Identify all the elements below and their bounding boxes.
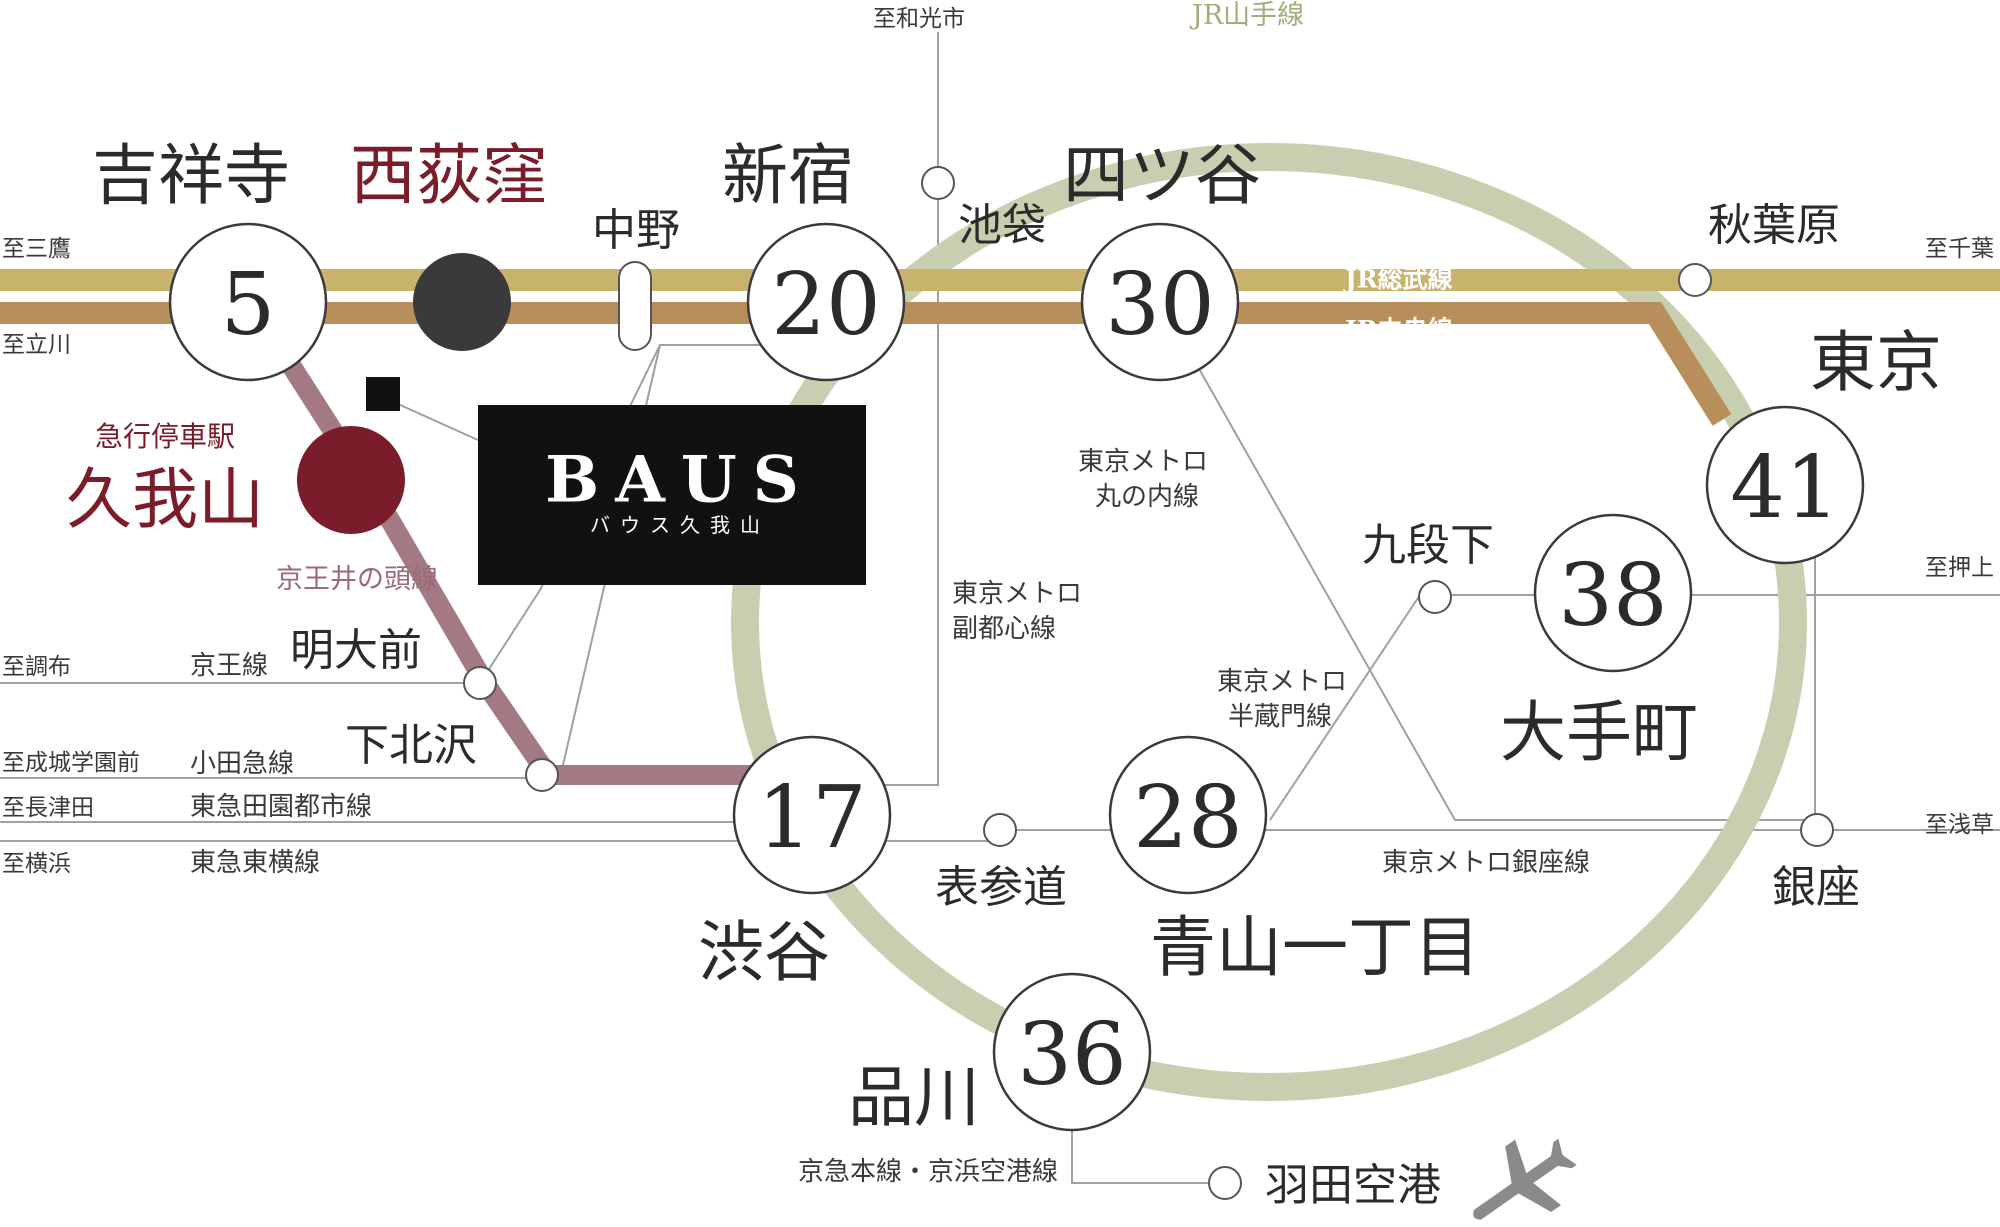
keio-label: 京王線 — [190, 651, 268, 681]
keio-line — [0, 344, 780, 684]
ginza-marker — [1800, 813, 1834, 847]
nishiogikubo-marker — [413, 253, 511, 351]
ikebukuro-marker — [921, 166, 955, 200]
omotesando-marker — [983, 813, 1017, 847]
haneda-marker — [1208, 1166, 1242, 1200]
otemachi-name: 大手町 — [1500, 694, 1698, 771]
kugayama-express-note: 急行停車駅 — [95, 420, 235, 453]
hanzomon-label-2: 半蔵門線 — [1228, 702, 1332, 732]
akihabara-marker — [1678, 263, 1712, 297]
yamanote-label: JR山手線 — [1189, 0, 1304, 31]
shinjuku-circle — [746, 222, 906, 382]
shibuya-name: 渋谷 — [698, 914, 830, 991]
kichijoji-circle — [168, 222, 328, 382]
chuo-label: JR中央線 — [1343, 316, 1453, 345]
yamanote-line — [731, 143, 1807, 1101]
dest-yokohama: 至横浜 — [2, 851, 71, 877]
dest-chofu: 至調布 — [2, 654, 71, 680]
omotesando-name: 表参道 — [935, 862, 1067, 913]
shimokitazawa-name: 下北沢 — [345, 720, 477, 771]
dest-tachikawa: 至立川 — [2, 332, 71, 358]
aoyama-circle — [1108, 735, 1268, 895]
tokyo-circle — [1705, 405, 1865, 565]
yotsuya-name: 四ツ谷 — [1063, 137, 1261, 214]
aoyama-name: 青山一丁目 — [1150, 909, 1480, 986]
dest-seijo: 至成城学園前 — [2, 750, 140, 776]
dest-asakusa: 至浅草 — [1925, 812, 1994, 838]
inokashira-label: 京王井の頭線 — [276, 564, 438, 595]
baus-callout: BAUS バウス久我山 — [478, 405, 866, 585]
kudanshita-name: 九段下 — [1362, 520, 1494, 571]
hanzomon-label-1: 東京メトロ — [1217, 667, 1347, 697]
marunouchi-label-2: 丸の内線 — [1095, 482, 1199, 512]
marunouchi-line — [1159, 299, 1816, 821]
akihabara-name: 秋葉原 — [1708, 200, 1840, 251]
nakano-name: 中野 — [592, 205, 680, 256]
baus-logo: BAUS — [545, 443, 815, 518]
fukutoshin-label-1: 東京メトロ — [952, 579, 1082, 609]
ginza-line-label: 東京メトロ銀座線 — [1382, 848, 1590, 878]
otemachi-circle — [1533, 513, 1693, 673]
aoyama-minutes: 28 — [1133, 768, 1242, 868]
shinjuku-name: 新宿 — [722, 137, 854, 214]
shibuya-circle — [732, 735, 892, 895]
toyoko-label: 東急東横線 — [190, 848, 320, 878]
otemachi-minutes: 38 — [1558, 546, 1667, 646]
yotsuya-minutes: 30 — [1105, 255, 1214, 355]
dest-oshiage: 至押上 — [1925, 555, 1994, 581]
marunouchi-label-1: 東京メトロ — [1078, 447, 1208, 477]
ikebukuro-name: 池袋 — [958, 200, 1046, 251]
kichijoji-minutes: 5 — [221, 255, 276, 355]
shimokitazawa-marker — [525, 758, 559, 792]
baus-location-marker — [366, 377, 400, 411]
tokyo-name: 東京 — [1810, 324, 1942, 401]
sobu-label: JR総武線 — [1343, 265, 1453, 294]
shinagawa-name: 品川 — [848, 1059, 980, 1136]
meidaimae-marker — [463, 666, 497, 700]
nakano-marker — [618, 261, 652, 351]
shinagawa-circle — [992, 972, 1152, 1132]
fukutoshin-label-2: 副都心線 — [952, 614, 1056, 644]
ginza-name: 銀座 — [1772, 862, 1860, 913]
keikyu-line — [1071, 1130, 1222, 1184]
nishiogikubo-name: 西荻窪 — [350, 137, 548, 214]
dest-wakoshi: 至和光市 — [873, 6, 965, 32]
baus-box — [478, 405, 866, 585]
shinagawa-minutes: 36 — [1017, 1005, 1126, 1105]
chuo-line — [0, 302, 1732, 426]
kichijoji-name: 吉祥寺 — [92, 137, 290, 214]
kugayama-marker — [297, 426, 405, 534]
airplane-icon — [1473, 1138, 1577, 1220]
odakyu-label: 小田急線 — [190, 749, 294, 779]
dest-nagatsuta: 至長津田 — [2, 795, 94, 821]
shibuya-minutes: 17 — [757, 768, 866, 868]
kudanshita-marker — [1418, 580, 1452, 614]
haneda-name: 羽田空港 — [1265, 1160, 1441, 1211]
fukutoshin-line — [885, 32, 939, 786]
dest-mitaka: 至三鷹 — [2, 236, 71, 262]
baus-subtitle: バウス久我山 — [590, 513, 770, 537]
denentoshi-label: 東急田園都市線 — [190, 792, 372, 822]
dest-chiba: 至千葉 — [1925, 236, 1994, 262]
tokyo-minutes: 41 — [1730, 438, 1839, 538]
kugayama-name: 久我山 — [66, 461, 264, 538]
yotsuya-circle — [1080, 222, 1240, 382]
shinjuku-minutes: 20 — [771, 255, 880, 355]
keikyu-label: 京急本線・京浜空港線 — [798, 1157, 1058, 1187]
meidaimae-name: 明大前 — [290, 625, 422, 676]
